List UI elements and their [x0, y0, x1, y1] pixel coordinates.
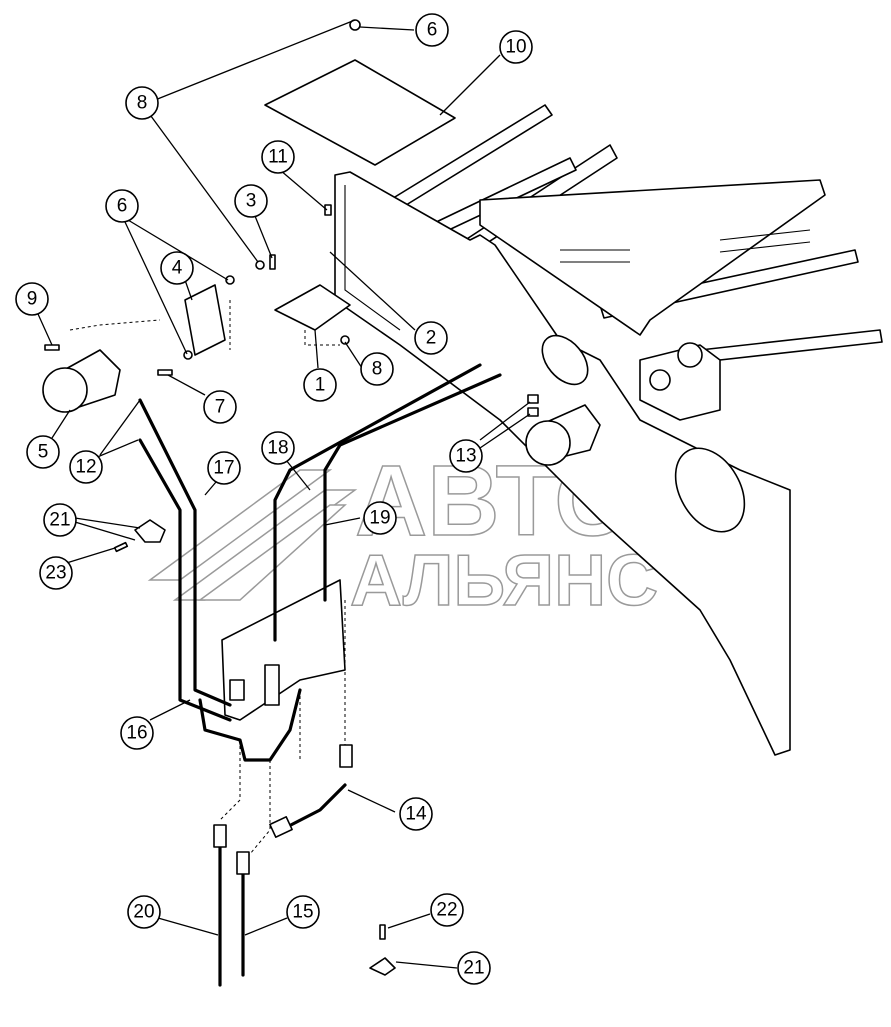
callout-8-top: 8 [125, 86, 159, 120]
callout-23: 23 [39, 556, 73, 590]
svg-text:6: 6 [117, 196, 128, 217]
svg-text:8: 8 [137, 93, 148, 114]
callout-21-left: 21 [43, 503, 77, 537]
callout-4: 4 [160, 251, 194, 285]
svg-text:23: 23 [45, 563, 66, 584]
callout-6-left: 6 [105, 189, 139, 223]
svg-text:18: 18 [267, 438, 288, 459]
callout-7: 7 [203, 390, 237, 424]
callout-21-bottom: 21 [457, 951, 491, 985]
svg-text:3: 3 [246, 191, 257, 212]
callout-3: 3 [234, 184, 268, 218]
svg-text:10: 10 [505, 37, 526, 58]
callout-17: 17 [207, 451, 241, 485]
svg-text:11: 11 [268, 147, 288, 168]
watermark-line2: АЛЬЯНС [350, 541, 658, 621]
callout-19: 19 [363, 501, 397, 535]
svg-text:20: 20 [133, 902, 154, 923]
callout-5: 5 [26, 435, 60, 469]
mounting-bracket [274, 284, 351, 331]
svg-text:4: 4 [172, 258, 183, 279]
hydraulic-motor-left [42, 349, 121, 413]
svg-text:1: 1 [315, 375, 326, 396]
callout-14: 14 [399, 797, 433, 831]
svg-text:5: 5 [38, 442, 49, 463]
svg-text:17: 17 [213, 458, 234, 479]
callout-13: 13 [449, 439, 483, 473]
svg-text:2: 2 [426, 328, 437, 349]
svg-text:8: 8 [372, 359, 383, 380]
svg-text:9: 9 [27, 289, 38, 310]
callout-2: 2 [414, 321, 448, 355]
svg-text:15: 15 [292, 902, 313, 923]
clamp-left [134, 519, 166, 543]
svg-text:19: 19 [369, 508, 390, 529]
hardware [44, 19, 539, 940]
callout-22: 22 [430, 893, 464, 927]
svg-text:21: 21 [463, 958, 484, 979]
callout-15: 15 [286, 895, 320, 929]
svg-text:6: 6 [427, 20, 438, 41]
svg-text:12: 12 [75, 457, 96, 478]
motor-plate [184, 284, 226, 356]
callout-1: 1 [303, 368, 337, 402]
callout-18: 18 [261, 431, 295, 465]
supply-hoses [213, 744, 353, 987]
hoses [138, 363, 502, 830]
svg-text:16: 16 [126, 723, 147, 744]
svg-text:22: 22 [436, 900, 457, 921]
assembly-lines [69, 300, 346, 861]
main-frame [334, 171, 826, 756]
callout-16: 16 [120, 716, 154, 750]
svg-text:14: 14 [405, 804, 427, 825]
hydraulic-motor-right [525, 404, 601, 466]
cover-plate [264, 59, 456, 166]
svg-text:7: 7 [215, 397, 226, 418]
valve-block [221, 579, 346, 721]
callout-10: 10 [499, 30, 533, 64]
svg-text:21: 21 [49, 510, 70, 531]
callout-20: 20 [127, 895, 161, 929]
callout-11: 11 [261, 140, 295, 174]
callout-8-mid: 8 [360, 352, 394, 386]
leader-lines [37, 19, 531, 969]
callout-9: 9 [15, 282, 49, 316]
right-hinge-bracket [639, 342, 721, 421]
clamp-bottom [369, 957, 396, 976]
callout-12: 12 [69, 450, 103, 484]
callout-6-top: 6 [415, 13, 449, 47]
svg-text:13: 13 [455, 446, 476, 467]
